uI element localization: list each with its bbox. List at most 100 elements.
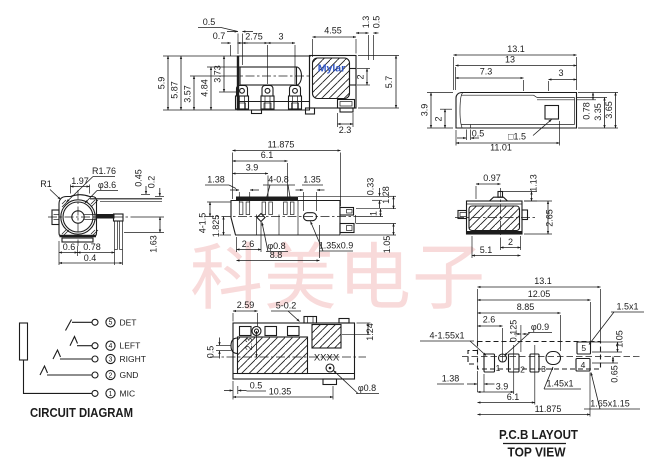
- dim-label: 1.97: [71, 176, 89, 186]
- dim-label: 4-0.8: [268, 175, 289, 185]
- dim-label: 11.01: [490, 143, 512, 153]
- pin-number: 4: [109, 343, 113, 350]
- pin-number: 2: [109, 372, 113, 379]
- dim-label: 1.63: [149, 235, 159, 253]
- dim-label: 5.9: [157, 77, 167, 90]
- dim-label: 3: [558, 68, 563, 78]
- dim-label: 1.38: [442, 374, 460, 384]
- dim-label: 1.35: [303, 175, 321, 185]
- dim-label: 1.05: [615, 330, 625, 348]
- dim-label: 3.57: [183, 85, 193, 103]
- dim-label: 0.125: [509, 320, 519, 343]
- dim-label: 2.59: [237, 300, 255, 310]
- pin-label: GND: [120, 370, 139, 380]
- dim-label: 1.45x1: [546, 379, 573, 389]
- dim-label: 8.85: [517, 302, 535, 312]
- dim-label: 12.05: [528, 289, 551, 299]
- dim-label: 0.5: [206, 346, 216, 359]
- dim-label: φ0.9: [531, 322, 549, 332]
- dim-label: 13.1: [534, 276, 552, 286]
- dim-label: 4.55: [324, 26, 342, 36]
- dim-label: 2.6: [483, 315, 496, 325]
- profile-view: 11.875 6.1 3.9 1.38 4-0.8 1.35 0.33 1.28…: [198, 140, 396, 262]
- dim-label: 1.825: [211, 215, 221, 238]
- mylar-label: Mylar: [318, 63, 345, 75]
- dim-label: 11.875: [268, 140, 295, 150]
- dim-label: 7.3: [480, 67, 493, 77]
- watermark: 科美电子: [192, 241, 482, 309]
- dim-label: 3.9: [496, 382, 509, 392]
- watermark-glyph: [347, 241, 409, 308]
- pcb-subtitle: TOP VIEW: [508, 445, 567, 458]
- pcb-title: P.C.B LAYOUT: [499, 427, 578, 442]
- dim-label: 4-1.5: [198, 213, 208, 234]
- dim-label: 3.73: [213, 65, 223, 83]
- dim-label: φ0.8: [358, 383, 376, 393]
- dim-label: 3.35: [593, 103, 603, 121]
- dim-label: 0.7: [213, 31, 226, 41]
- dim-label: 2: [508, 237, 513, 247]
- dim-label: 5.7: [384, 76, 394, 89]
- dim-label: 2: [356, 74, 366, 79]
- dim-label: 0.2: [147, 176, 157, 189]
- dim-label: 0.5: [372, 16, 382, 29]
- dim-label: 6.1: [507, 392, 520, 402]
- dim-label: 10.35: [269, 387, 292, 397]
- dim-label: 11.875: [535, 404, 562, 414]
- dim-label: 3.65: [604, 101, 614, 119]
- dim-label: 0.78: [582, 102, 592, 120]
- watermark-glyph: [415, 246, 482, 309]
- dim-label: 1.65x1.15: [590, 399, 630, 409]
- dim-label: 5-0.2: [276, 301, 297, 311]
- dim-label: 8.8: [270, 250, 283, 260]
- dim-label: 1.35x0.9: [319, 241, 354, 251]
- pin-number: 5: [109, 320, 113, 327]
- dim-label: 3.9: [246, 163, 259, 173]
- dim-label: 1.38: [207, 175, 225, 185]
- dim-label: 1.05: [382, 236, 392, 254]
- watermark-glyph: [267, 241, 335, 309]
- dim-label: 0.33: [366, 178, 376, 196]
- dim-label: 13.1: [507, 44, 525, 54]
- pin-label: RIGHT: [120, 354, 146, 364]
- pad-number: 2: [520, 365, 525, 375]
- dim-label: φ0.8: [267, 241, 285, 251]
- pin-label: DET: [120, 317, 137, 327]
- dim-label: 0.5: [203, 17, 216, 27]
- dim-label: 4.84: [200, 79, 210, 97]
- dim-label: 1.5x1: [616, 302, 638, 312]
- pad-number: 5: [581, 343, 586, 353]
- dim-label: 0.65: [610, 365, 620, 383]
- dim-label: 2.75: [245, 32, 263, 42]
- dim-label: 0.78: [83, 242, 101, 252]
- pin-label: MIC: [120, 388, 136, 398]
- watermark-glyph: [192, 241, 261, 309]
- dim-label: R1.76: [92, 166, 116, 176]
- dim-label: 2.3: [339, 125, 352, 135]
- pin-number: 1: [109, 391, 113, 398]
- side-view: 13.1 13 7.3 3 3.9 2 0.78 3.35 3.65 0.5 □…: [420, 44, 618, 153]
- dim-label: 1.24: [365, 323, 375, 341]
- pcb-layout: 1 2 3 5 4 13.1 12.05 8.85 2.6 0.125 φ0.9…: [420, 276, 644, 458]
- dim-label: 2.3: [244, 338, 254, 351]
- dim-label: 2.65: [545, 209, 555, 227]
- pin-label: LEFT: [120, 341, 141, 351]
- dim-label: 0.6: [63, 242, 76, 252]
- dim-label: 1: [369, 211, 379, 216]
- dim-label: 4-1.55x1: [429, 331, 464, 341]
- dim-label: 1.3: [361, 16, 371, 29]
- top-view: XXXX 2.59 5-0.2 0.5 2.3 1.24 φ0.8 0.5 10…: [206, 300, 379, 400]
- dim-label: 0.5: [472, 129, 485, 139]
- dim-label: 3.9: [420, 104, 430, 117]
- section-view: 0.97 1.13 2.65 2 5.1: [455, 173, 555, 258]
- part-marking: XXXX: [314, 353, 340, 364]
- dim-label: R1: [40, 179, 52, 189]
- front-view: Mylar 0.5 0.7 2.75 3 4.55 1.3 0.5 5.9 5.…: [157, 16, 399, 135]
- dim-label: 3: [278, 32, 283, 42]
- dim-label: φ3.6: [98, 180, 116, 190]
- pin-number: 3: [109, 356, 113, 363]
- pad-number: 4: [581, 360, 586, 370]
- dim-label: 5.87: [170, 81, 180, 99]
- end-view: R1 1.97 R1.76 φ3.6 0.45 0.2 1.63 0.6 0.7…: [40, 166, 164, 265]
